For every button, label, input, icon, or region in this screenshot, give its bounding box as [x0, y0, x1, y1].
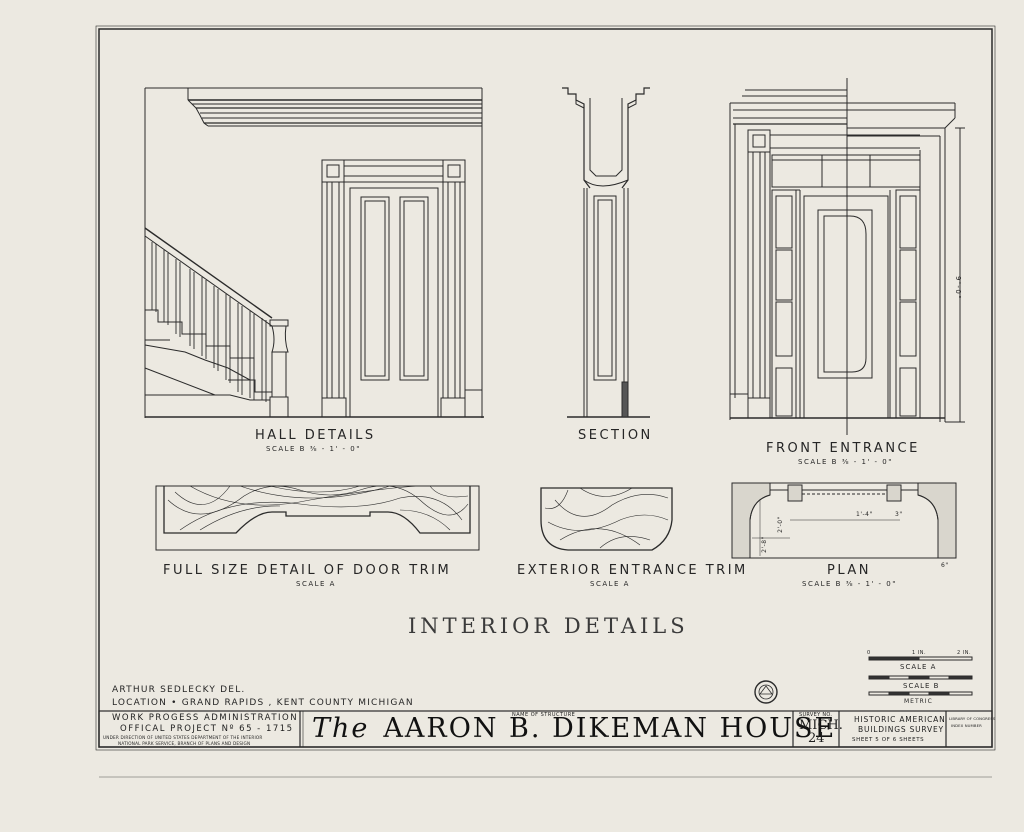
survey-no-label: SURVEY NO. [799, 712, 833, 718]
structure-name-text: AARON B. DIKEMAN HOUSE [383, 713, 837, 744]
plan-scale: SCALE B ⅜ - 1' - 0" [802, 580, 897, 588]
section-drawing [562, 87, 650, 418]
door-trim-scale: SCALE A [296, 580, 336, 588]
front-entrance-caption: FRONT ENTRANCE [766, 441, 920, 456]
scale-b-label: SCALE B [903, 682, 940, 690]
habs-line-1: HISTORIC AMERICAN [854, 715, 946, 724]
plan-dim-5: 6" [941, 562, 949, 569]
title-block [98, 710, 993, 748]
survey-number: 24 [808, 731, 825, 746]
location: LOCATION • GRAND RAPIDS , KENT COUNTY MI… [112, 698, 414, 708]
plan-dim-2: 3" [895, 511, 903, 518]
scale-a-label: SCALE A [900, 663, 937, 671]
agency-line-1: WORK PROGESS ADMINISTRATION [112, 713, 299, 723]
hall-details-caption: HALL DETAILS [255, 428, 376, 443]
plan-dim-3: 2'-0" [776, 516, 784, 533]
name-of-structure-label: NAME OF STRUCTURE [512, 712, 576, 718]
structure-name: The AARON B. DIKEMAN HOUSE [312, 713, 836, 744]
nps-seal [754, 680, 778, 704]
habs-line-2: BUILDINGS SURVEY [858, 725, 944, 734]
metric-label: METRIC [904, 698, 933, 705]
hall-details-scale: SCALE B ⅜ - 1' - 0" [266, 445, 361, 453]
agency-line-4: NATIONAL PARK SERVICE, BRANCH OF PLANS A… [118, 741, 251, 746]
door-trim-caption: FULL SIZE DETAIL OF DOOR TRIM [163, 563, 452, 578]
door-trim-detail [155, 485, 480, 551]
exterior-trim-scale: SCALE A [590, 580, 630, 588]
hall-details-drawing [144, 87, 484, 418]
plan-dim-4: 2'-8" [760, 536, 768, 553]
sheet-border [98, 28, 993, 748]
library-line-2: INDEX NUMBER [951, 723, 982, 728]
agency-line-2: OFFICAL PROJECT Nº 65 - 1715 [120, 724, 294, 734]
exterior-trim-detail [540, 487, 673, 551]
sheet-title: INTERIOR DETAILS [408, 614, 689, 638]
scale-bars [868, 656, 973, 696]
plan-caption: PLAN [827, 563, 871, 578]
scale-a-zero: 0 [867, 650, 871, 656]
plan-dim-1: 1'-4" [856, 511, 873, 518]
agency-line-3: UNDER DIRECTION OF UNITED STATES DEPARTM… [103, 735, 263, 740]
sheet-number: SHEET 5 OF 6 SHEETS [852, 737, 925, 743]
section-caption: SECTION [578, 428, 653, 443]
library-line-1: LIBRARY OF CONGRESS [949, 716, 996, 721]
front-entrance-scale: SCALE B ⅜ - 1' - 0" [798, 458, 893, 466]
scale-a-mid: 1 IN. [912, 650, 927, 656]
front-entrance-height-dim: 9'-0" [954, 276, 962, 301]
structure-name-prefix: The [312, 713, 370, 744]
plan-drawing [731, 482, 957, 559]
exterior-trim-caption: EXTERIOR ENTRANCE TRIM [517, 563, 748, 578]
scale-a-end: 2 IN. [957, 650, 972, 656]
survey-state: MICH. [799, 718, 843, 733]
delineator: ARTHUR SEDLECKY DEL. [112, 685, 246, 695]
front-entrance-drawing [729, 78, 965, 435]
